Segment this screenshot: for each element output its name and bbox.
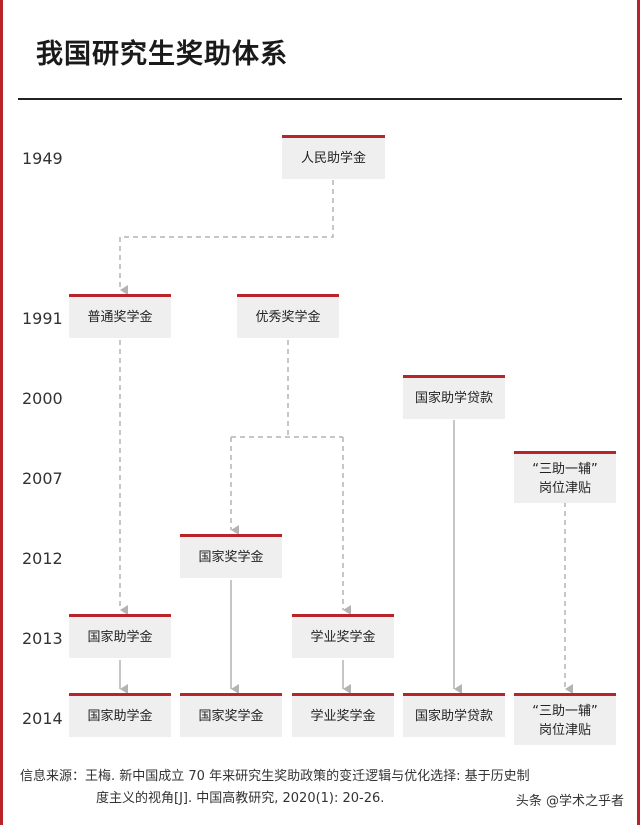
- box-renmin-zhuxuejin: 人民助学金: [282, 135, 385, 179]
- year-1949: 1949: [22, 149, 63, 168]
- source-line-2: 度主义的视角[J]. 中国高教研究, 2020(1): 20-26.: [96, 791, 385, 806]
- page-title: 我国研究生奖助体系: [36, 39, 288, 70]
- year-2000: 2000: [22, 389, 63, 408]
- year-2007: 2007: [22, 469, 63, 488]
- box-xueye-jiangxuejin-2013: 学业奖学金: [292, 614, 394, 658]
- title-divider: [18, 98, 622, 100]
- box-guojia-zhuxue-daikuan-2000: 国家助学贷款: [403, 375, 505, 419]
- sanzhu-2014-line1: “三助一辅”: [532, 703, 598, 719]
- year-1991: 1991: [22, 309, 63, 328]
- box-2014-guojia-zhuxuejin: 国家助学金: [69, 693, 171, 737]
- source-line-1: 信息来源：王梅. 新中国成立 70 年来研究生奖助政策的变迁逻辑与优化选择: 基…: [20, 769, 530, 784]
- sanzhu-2014-line2: 岗位津贴: [538, 722, 591, 738]
- box-guojia-jiangxuejin-2012: 国家奖学金: [180, 534, 282, 578]
- watermark-credit: 头条 @学术之乎者: [515, 794, 624, 809]
- year-2013: 2013: [22, 629, 63, 648]
- year-2014: 2014: [22, 709, 63, 728]
- sanzhu-2007-line2: 岗位津贴: [538, 480, 591, 496]
- sanzhu-2007-line1: “三助一辅”: [532, 461, 598, 477]
- box-putong-jiangxuejin: 普通奖学金: [69, 294, 171, 338]
- line-renmin-to-putong: [119, 180, 334, 295]
- box-2014-sanzhu-yifu: “三助一辅” 岗位津贴: [514, 693, 616, 745]
- source-citation: 信息来源：王梅. 新中国成立 70 年来研究生奖助政策的变迁逻辑与优化选择: 基…: [20, 766, 620, 810]
- year-2012: 2012: [22, 549, 63, 568]
- box-2014-xueye-jiangxuejin: 学业奖学金: [292, 693, 394, 737]
- box-youxiu-jiangxuejin: 优秀奖学金: [237, 294, 339, 338]
- box-guojia-zhuxuejin-2013: 国家助学金: [69, 614, 171, 658]
- box-2014-guojia-jiangxuejin: 国家奖学金: [180, 693, 282, 737]
- box-sanzhu-yifu-2007: “三助一辅” 岗位津贴: [514, 451, 616, 503]
- box-2014-guojia-zhuxue-daikuan: 国家助学贷款: [403, 693, 505, 737]
